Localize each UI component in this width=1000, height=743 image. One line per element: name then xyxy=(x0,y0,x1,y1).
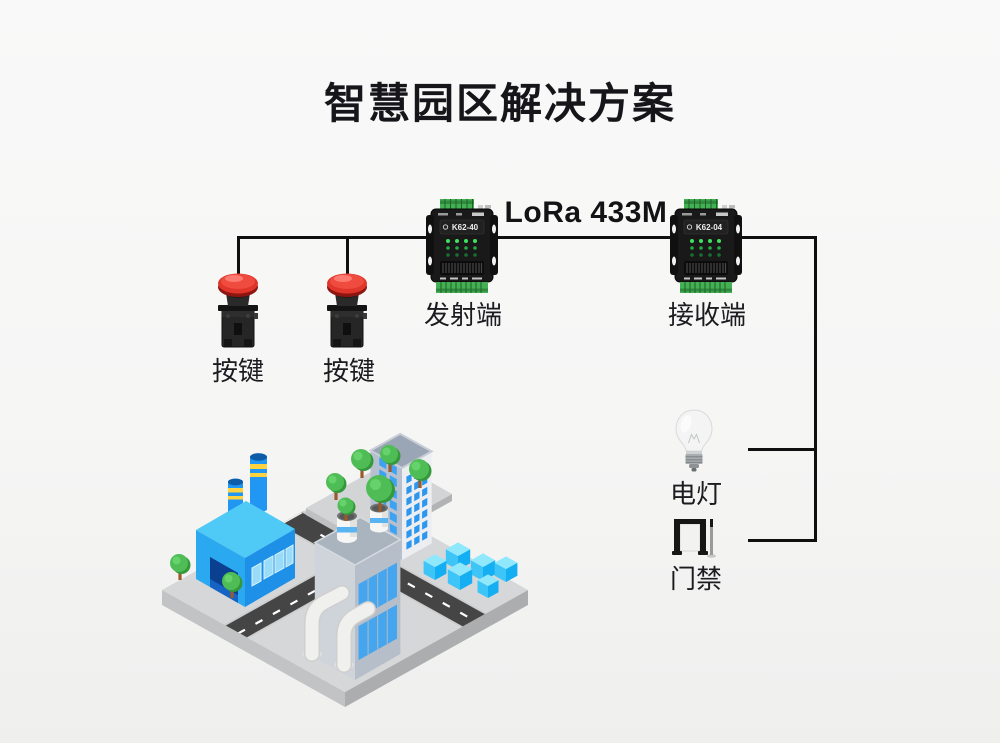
receiver-device-icon: K62-04 xyxy=(670,199,742,293)
wire-receiver-out xyxy=(740,236,817,239)
factory xyxy=(196,453,295,607)
button-2-label: 按键 xyxy=(322,356,375,386)
pipes xyxy=(302,585,376,673)
tower-building xyxy=(313,503,402,680)
trees xyxy=(170,445,432,598)
wire-button-1-drop xyxy=(237,236,240,274)
gate-label: 门禁 xyxy=(669,564,722,594)
wire-lamp-branch xyxy=(748,448,814,451)
transmitter-model-text: K62-40 xyxy=(452,223,479,232)
push-button-2-icon xyxy=(327,273,367,348)
push-button-1-icon xyxy=(218,273,258,348)
transmitter-label: 发射端 xyxy=(423,300,502,330)
wire-button-2-drop xyxy=(346,236,349,274)
wire-buttons-bus xyxy=(237,236,428,239)
light-bulb-icon xyxy=(675,409,713,472)
receiver-label: 接收端 xyxy=(667,300,746,330)
wire-lora-link xyxy=(496,236,672,239)
button-1-label: 按键 xyxy=(211,356,264,386)
transmitter-device-icon: K62-40 xyxy=(426,199,498,293)
transmitter-led-grid xyxy=(446,239,477,257)
receiver-model-text: K62-04 xyxy=(696,223,723,232)
lamp-label: 电灯 xyxy=(669,479,722,509)
cube-buildings xyxy=(423,542,518,598)
receiver-led-grid xyxy=(690,239,721,257)
wire-outputs-bus xyxy=(814,236,817,542)
access-gate-icon xyxy=(672,519,716,558)
lora-link-label: LoRa 433M xyxy=(504,196,668,229)
wire-gate-branch xyxy=(748,539,817,542)
page-title: 智慧园区解决方案 xyxy=(323,80,676,127)
smart-park-city-illustration xyxy=(162,432,528,707)
